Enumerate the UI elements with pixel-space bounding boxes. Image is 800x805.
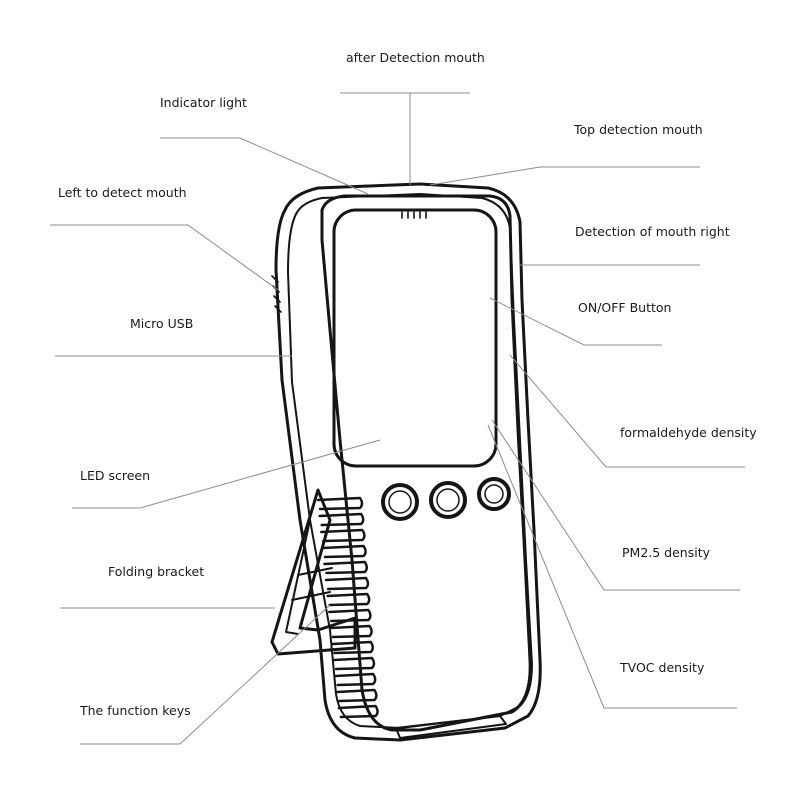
grip-rib — [331, 640, 374, 655]
grip-rib — [324, 576, 370, 591]
device-rear-shell — [274, 182, 542, 742]
label-micro-usb: Micro USB — [130, 316, 193, 331]
label-led-screen: LED screen — [80, 468, 150, 483]
label-top-detection-mouth: Top detection mouth — [573, 122, 703, 137]
grip-rib — [323, 560, 368, 575]
grip-rib — [321, 544, 367, 559]
label-detection-mouth-right: Detection of mouth right — [575, 224, 730, 239]
grip-rib — [336, 688, 378, 703]
function-keys — [381, 477, 511, 521]
label-indicator-light: Indicator light — [160, 95, 247, 110]
grip-rib — [329, 624, 373, 639]
label-after-detection-mouth: after Detection mouth — [346, 50, 485, 65]
grip-rib — [318, 512, 365, 527]
grip-rib — [334, 672, 377, 687]
label-function-keys: The function keys — [79, 703, 191, 718]
grip-rib — [326, 592, 371, 607]
device-front-body — [320, 194, 532, 732]
label-tvoc-density: TVOC density — [619, 660, 705, 675]
grip-rib — [316, 496, 364, 511]
label-folding-bracket: Folding bracket — [108, 564, 204, 579]
grip-rib — [337, 704, 379, 719]
function-key-right — [477, 477, 511, 511]
label-left-detect-mouth: Left to detect mouth — [58, 185, 187, 200]
led-screen — [332, 208, 498, 468]
callout-labels: after Detection mouth Indicator light To… — [58, 50, 757, 718]
grip-rib — [320, 528, 366, 543]
grip-rib — [328, 608, 372, 623]
grip-ribs — [316, 496, 379, 719]
label-pm25-density: PM2.5 density — [622, 545, 711, 560]
label-formaldehyde-density: formaldehyde density — [620, 425, 757, 440]
function-key-left — [381, 483, 419, 521]
indicator-light — [401, 211, 427, 219]
function-key-middle — [429, 481, 467, 519]
grip-rib — [332, 656, 376, 671]
bottom-vent — [395, 715, 507, 739]
leader-lines — [50, 92, 745, 745]
label-on-off-button: ON/OFF Button — [578, 300, 671, 315]
air-quality-monitor-device — [270, 182, 542, 742]
